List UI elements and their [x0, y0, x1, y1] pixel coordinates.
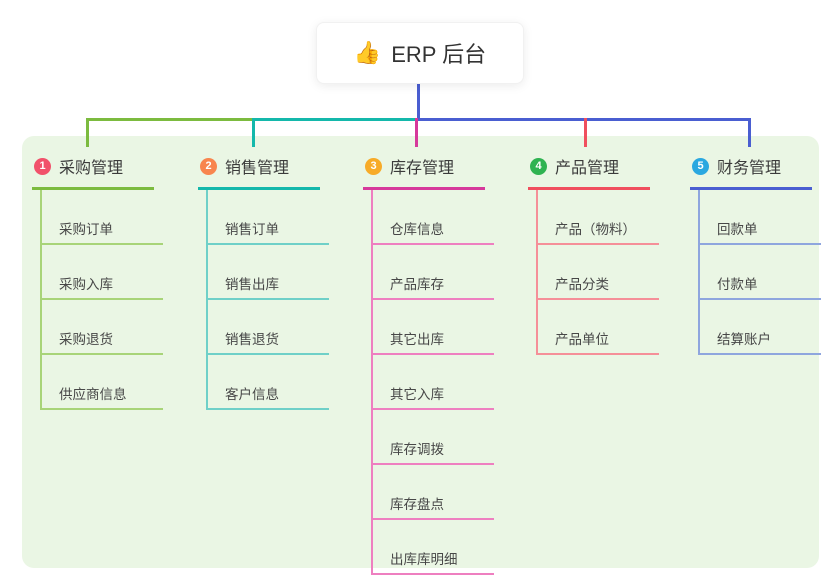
branch-title: 财务管理 — [717, 160, 782, 177]
branch-drop-line — [415, 118, 418, 147]
child-node[interactable]: 出库库明细 — [373, 520, 494, 575]
branch-node[interactable]: 1 采购管理 — [32, 148, 154, 190]
child-node[interactable]: 其它入库 — [373, 355, 494, 410]
root-node[interactable]: 👍 ERP 后台 — [316, 22, 524, 84]
child-node[interactable]: 采购退货 — [42, 300, 163, 355]
child-node[interactable]: 库存调拨 — [373, 410, 494, 465]
child-node[interactable]: 采购订单 — [42, 190, 163, 245]
branch-drop-line — [252, 118, 255, 147]
child-node[interactable]: 付款单 — [700, 245, 821, 300]
branch-财务管理: 5 财务管理回款单付款单结算账户 — [690, 148, 821, 355]
branch-title: 产品管理 — [555, 160, 620, 177]
branch-children: 采购订单采购入库采购退货供应商信息 — [40, 190, 163, 410]
child-node[interactable]: 其它出库 — [373, 300, 494, 355]
branch-node[interactable]: 2 销售管理 — [198, 148, 320, 190]
child-node[interactable]: 供应商信息 — [42, 355, 163, 410]
branch-children: 仓库信息产品库存其它出库其它入库库存调拨库存盘点出库库明细 — [371, 190, 494, 575]
branch-number-badge: 5 — [692, 157, 709, 175]
child-node[interactable]: 产品单位 — [538, 300, 659, 355]
branch-number-badge: 3 — [365, 157, 382, 175]
branch-number-badge: 2 — [200, 157, 217, 175]
branch-title: 库存管理 — [390, 160, 455, 177]
mindmap-panel — [22, 136, 819, 568]
root-node-label: ERP 后台 — [391, 42, 487, 67]
child-node[interactable]: 库存盘点 — [373, 465, 494, 520]
rail-left-inner — [252, 118, 418, 121]
root-stem-line — [417, 82, 420, 121]
child-node[interactable]: 客户信息 — [208, 355, 329, 410]
child-node[interactable]: 仓库信息 — [373, 190, 494, 245]
branch-销售管理: 2 销售管理销售订单销售出库销售退货客户信息 — [198, 148, 329, 410]
branch-采购管理: 1 采购管理采购订单采购入库采购退货供应商信息 — [32, 148, 163, 410]
child-node[interactable]: 销售出库 — [208, 245, 329, 300]
branch-drop-line — [584, 118, 587, 147]
child-node[interactable]: 产品库存 — [373, 245, 494, 300]
child-node[interactable]: 结算账户 — [700, 300, 821, 355]
child-node[interactable]: 销售退货 — [208, 300, 329, 355]
branch-number-badge: 1 — [34, 157, 51, 175]
branch-children: 销售订单销售出库销售退货客户信息 — [206, 190, 329, 410]
child-node[interactable]: 回款单 — [700, 190, 821, 245]
branch-children: 产品（物料）产品分类产品单位 — [536, 190, 659, 355]
child-node[interactable]: 销售订单 — [208, 190, 329, 245]
child-node[interactable]: 采购入库 — [42, 245, 163, 300]
child-node[interactable]: 产品分类 — [538, 245, 659, 300]
branch-title: 采购管理 — [59, 160, 124, 177]
branch-number-badge: 4 — [530, 157, 547, 175]
branch-node[interactable]: 3 库存管理 — [363, 148, 485, 190]
branch-node[interactable]: 4 产品管理 — [528, 148, 650, 190]
rail-left-outer — [86, 118, 252, 121]
branch-产品管理: 4 产品管理产品（物料）产品分类产品单位 — [528, 148, 659, 355]
branch-库存管理: 3 库存管理仓库信息产品库存其它出库其它入库库存调拨库存盘点出库库明细 — [363, 148, 494, 575]
branch-drop-line — [86, 118, 89, 147]
thumbs-up-icon: 👍 — [353, 40, 382, 65]
branch-children: 回款单付款单结算账户 — [698, 190, 821, 355]
child-node[interactable]: 产品（物料） — [538, 190, 659, 245]
branch-title: 销售管理 — [225, 160, 290, 177]
branch-drop-line — [748, 118, 751, 147]
branch-node[interactable]: 5 财务管理 — [690, 148, 812, 190]
